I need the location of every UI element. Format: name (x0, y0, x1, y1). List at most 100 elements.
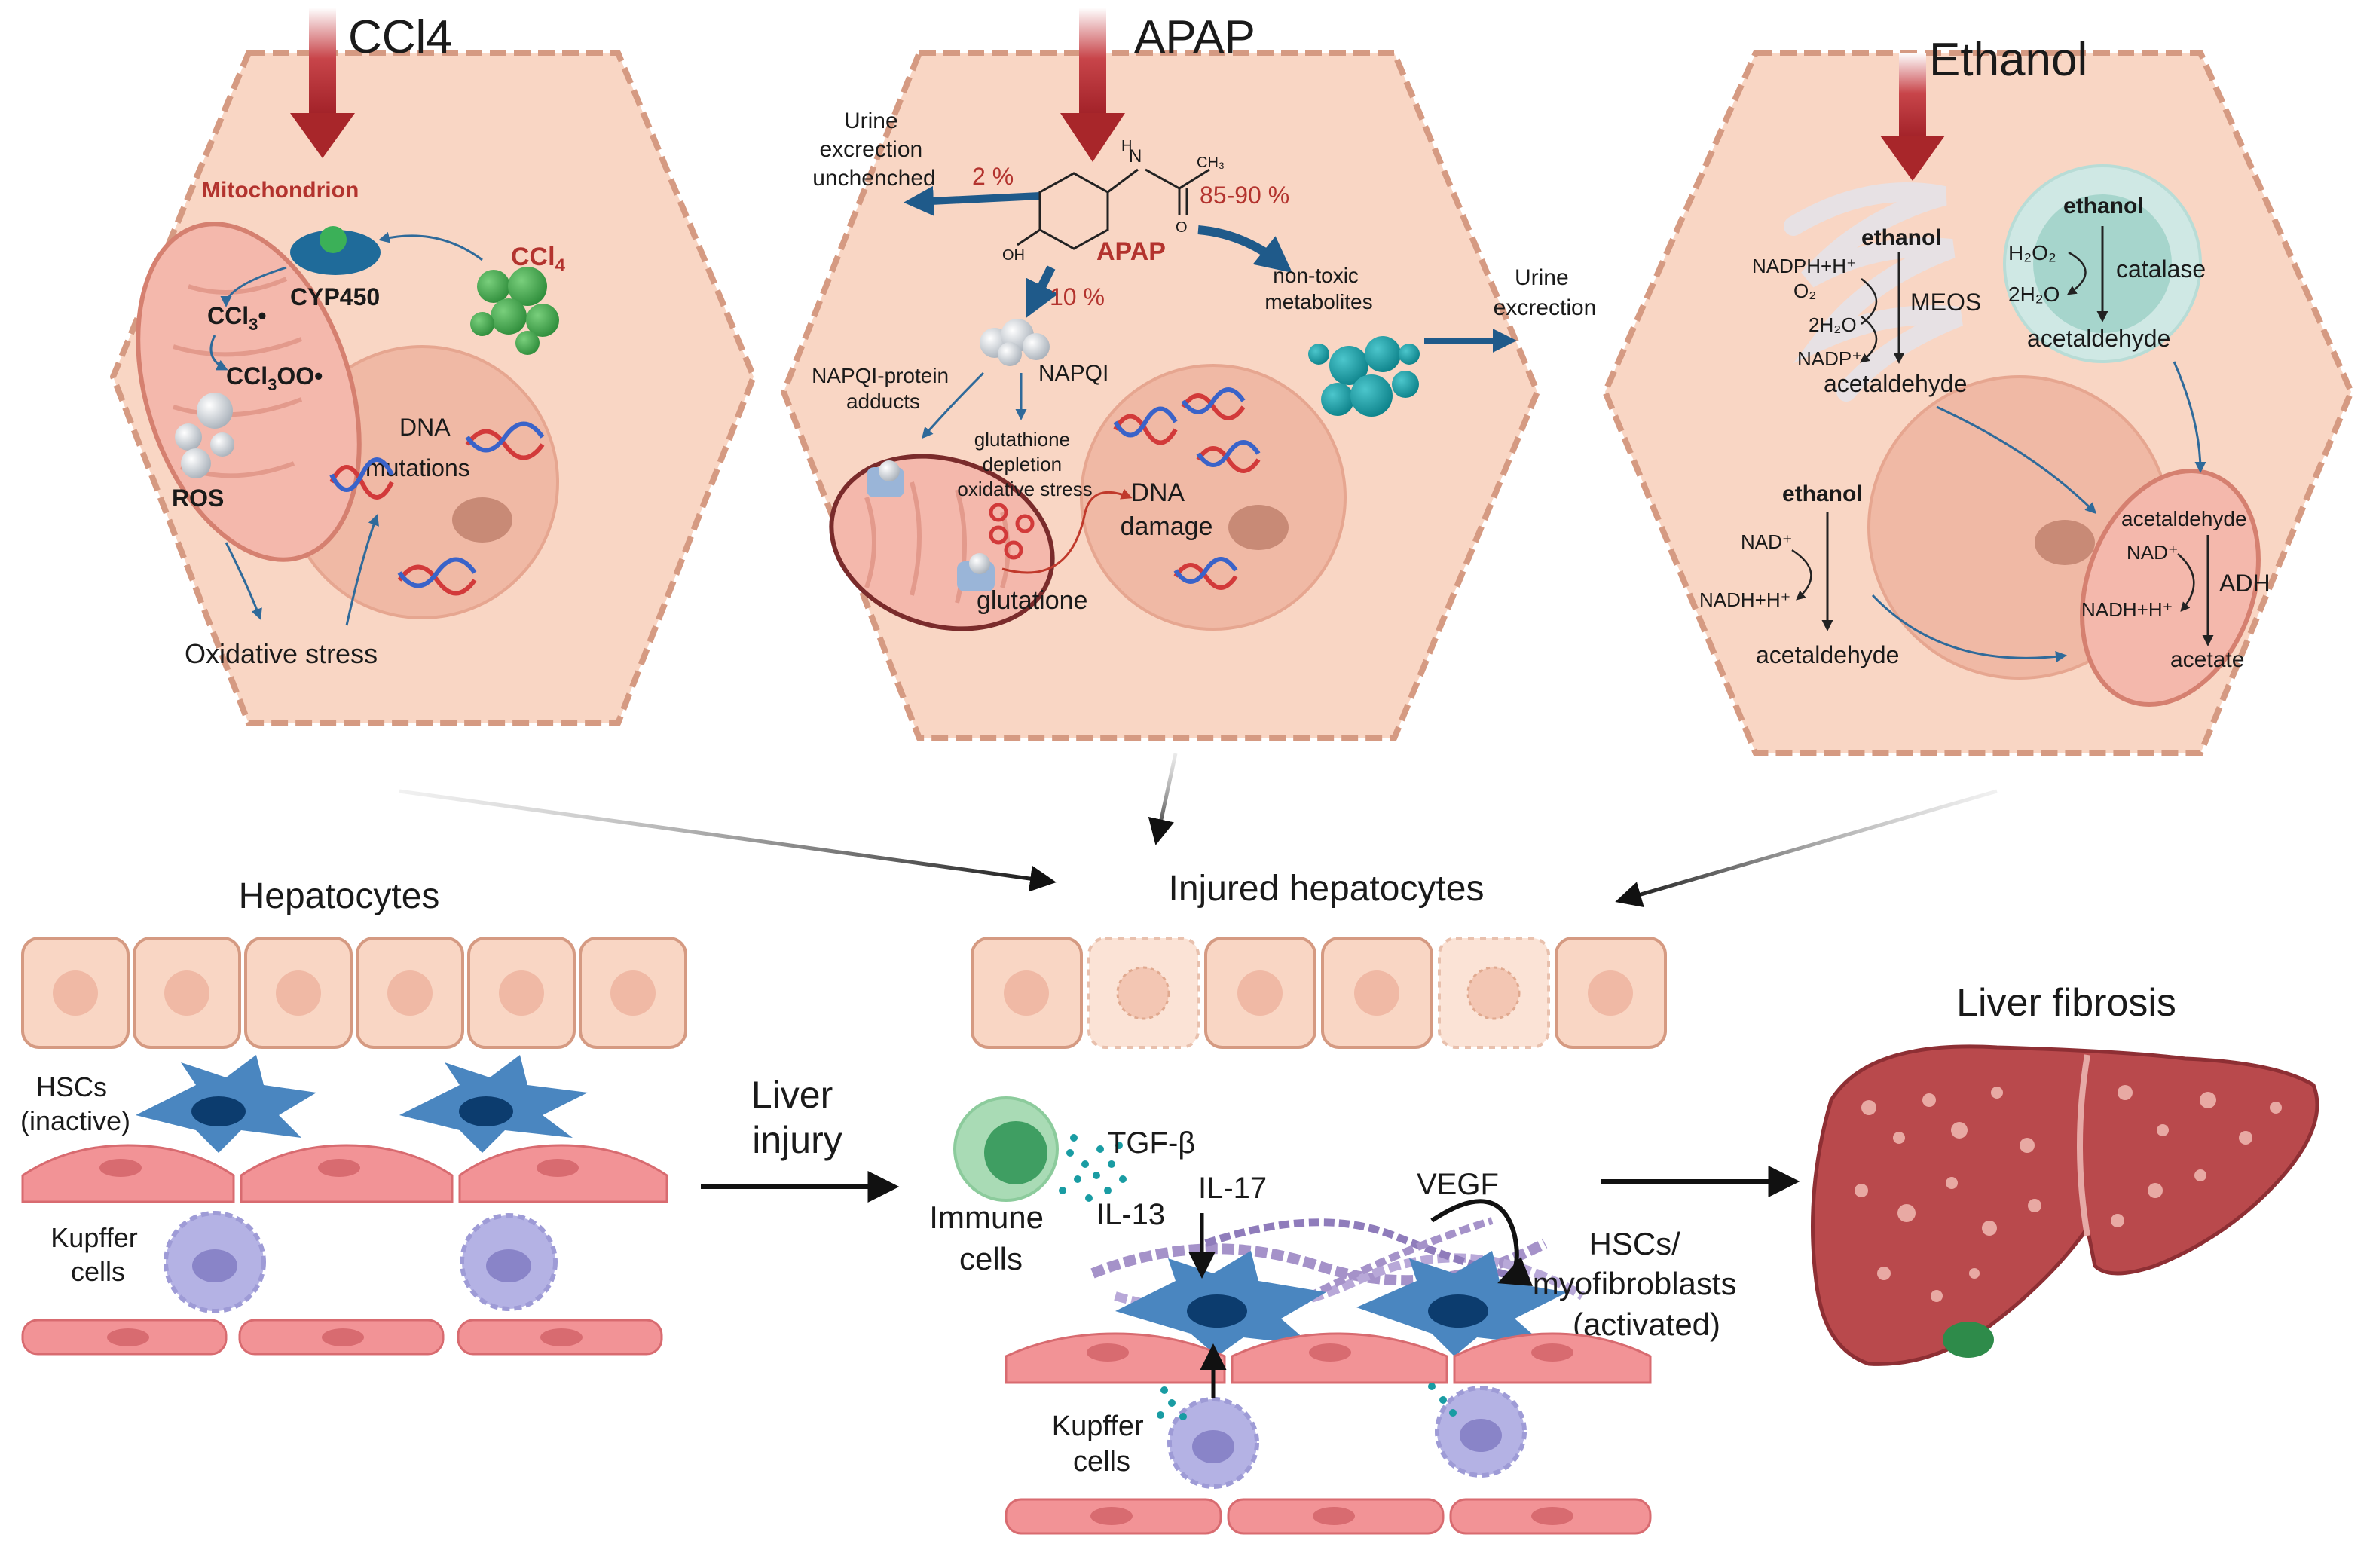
dna-damage-label: DNA damage (1121, 478, 1213, 541)
nadh-label-2: NADH+H⁺ (2081, 598, 2173, 621)
two-h2o-label-a: 2H₂O (1809, 313, 1857, 336)
hscs-activated-label: HSCs/ myofibroblasts (activated) (1533, 1226, 1745, 1342)
ethanol-er (1784, 182, 1963, 402)
apap-nucleolus (1228, 505, 1289, 550)
adh-cofactor-arrow-2 (2177, 553, 2195, 612)
vegf-label: VEGF (1417, 1168, 1499, 1201)
nadp-label: NADP⁺ (1797, 347, 1862, 370)
immune-cells-label: Immune cells (929, 1200, 1052, 1276)
peroxisome-to-mito-arrow (2173, 361, 2206, 473)
mito-to-dna-damage-arrow (1001, 488, 1133, 574)
acetate-label: acetate (2170, 647, 2244, 672)
ethanol-mitochondrion (2080, 469, 2261, 707)
acetaldehyde-label-2: acetaldehyde (2027, 325, 2170, 352)
apap-to-metabolites-arrow (1197, 225, 1292, 273)
injured-endothelial-row-2 (1005, 1498, 1652, 1535)
metabolite-spheres-icon (1308, 336, 1420, 417)
cytokine-dots-icon (1059, 1134, 1127, 1202)
glutathione-depletion-label: glutathione depletion oxidative stress (957, 428, 1092, 500)
ethanol-to-injured-arrow (1615, 789, 1998, 908)
dna-label: DNA (399, 414, 451, 441)
pct-10-label: 10 % (1050, 283, 1105, 310)
kupffer-cells-activated (1157, 1383, 1527, 1489)
healthy-hepatocyte-row (21, 937, 687, 1049)
napqi-cloud-icon (980, 319, 1050, 366)
acetaldehyde-label-3: acetaldehyde (1756, 641, 1899, 668)
vegf-loop-arrow (1430, 1199, 1534, 1286)
fibrotic-liver-icon (1811, 1044, 2319, 1366)
mito-protein-adduct-icons (867, 460, 995, 591)
mitochondrion-label: Mitochondrion (202, 178, 359, 203)
il-13-label: IL-13 (1096, 1198, 1165, 1231)
cytosol-to-mito-arrow (1871, 594, 2067, 662)
urine-unchenched-arrow (904, 185, 1041, 216)
immune-cell-icon (953, 1096, 1059, 1202)
injured-hepatocytes-title: Injured hepatocytes (1169, 869, 1485, 909)
kupffer-cells-healthy (164, 1211, 558, 1313)
dna-strand-icons (329, 421, 545, 596)
stress-to-dna-arrow (345, 514, 379, 626)
ccl3oo-label: CCl3OO• (226, 362, 323, 394)
ethanol-entry-arrow (1880, 53, 1945, 181)
napqi-label: NAPQI (1038, 361, 1108, 386)
napqi-to-mito-arrow (922, 371, 985, 439)
ccl4-to-cyp450-arrow (378, 231, 483, 261)
apap-o-label: O (1176, 219, 1188, 236)
apap-dna-strand-icons (1113, 387, 1261, 590)
endothelial-row-2 (21, 1319, 663, 1356)
h2o2-label: H₂O₂ (2008, 241, 2056, 264)
ccl3-label: CCl3• (207, 302, 267, 334)
injured-hepatocyte-row (971, 937, 1667, 1049)
pct-85-90-label: 85-90 % (1200, 182, 1289, 209)
adh-label: ADH (2219, 570, 2271, 597)
ros-to-stress-arrow (225, 542, 262, 620)
meos-label: MEOS (1910, 289, 1981, 316)
ccl4-molecules-icon (470, 267, 559, 355)
apap-oh-label: OH (1002, 247, 1025, 264)
pct-2-label: 2 % (972, 163, 1014, 190)
acetaldehyde-label-1: acetaldehyde (1824, 370, 1967, 397)
apap-mitochondrion (829, 454, 1055, 631)
ethanol-label-3: ethanol (1782, 481, 1863, 506)
ros-label: ROS (172, 484, 224, 512)
catalase-label: catalase (2116, 255, 2206, 283)
oxidative-stress-label: Oxidative stress (185, 638, 378, 669)
apap-title: APAP (1134, 11, 1255, 63)
two-h2o-label-b: 2H₂O (2008, 283, 2060, 306)
nadph-label: NADPH+H⁺ (1752, 255, 1857, 277)
napqi-protein-adducts-label: NAPQI-protein adducts (812, 364, 955, 413)
ethanol-nucleolus (2035, 520, 2095, 565)
apap-ch3-label: CH₃ (1197, 154, 1225, 171)
injured-endothelial-row-1 (1005, 1332, 1652, 1384)
urine-excretion-unchenched-label: Urine excrection unchenched (812, 109, 935, 191)
adh-cofactor-arrow-1 (1791, 549, 1812, 601)
meos-cofactor-arrows (1861, 278, 1878, 362)
mutations-label: mutations (365, 454, 470, 481)
er-to-mito-arrow (1936, 405, 2097, 515)
o2-label: O₂ (1793, 280, 1816, 302)
glutatione-label: glutatione (977, 586, 1087, 615)
liver-fibrosis-title: Liver fibrosis (1956, 981, 2176, 1025)
il-17-label: IL-17 (1198, 1172, 1267, 1205)
ccl4-to-injured-arrow (399, 789, 1057, 892)
hepatocytes-title: Hepatocytes (239, 876, 440, 916)
apap-to-injured-arrow (1148, 753, 1178, 845)
apap-molecule-structure (1017, 168, 1210, 250)
cyp-to-ccl3-arrow (220, 266, 287, 307)
apap-h-label: H (1121, 138, 1132, 154)
ccl4-entry-arrow (290, 8, 355, 158)
non-toxic-metabolites-label: non-toxic metabolites (1264, 264, 1372, 313)
oxidative-red-dots-icon (989, 503, 1035, 560)
apap-label: APAP (1096, 237, 1166, 266)
ccl4-cell (110, 50, 757, 726)
ethanol-label-1: ethanol (1861, 225, 1942, 250)
apap-to-napqi-arrow (1026, 265, 1059, 319)
nad-label-1: NAD⁺ (1741, 530, 1793, 553)
cyp450-label: CYP450 (290, 283, 380, 310)
apap-entry-arrow (1060, 8, 1125, 162)
nad-label-2: NAD⁺ (2127, 541, 2179, 564)
urine-excretion-label: Urine excrection (1494, 265, 1597, 320)
ethanol-label-2: ethanol (2063, 194, 2144, 219)
nadh-label-1: NADH+H⁺ (1699, 588, 1790, 611)
